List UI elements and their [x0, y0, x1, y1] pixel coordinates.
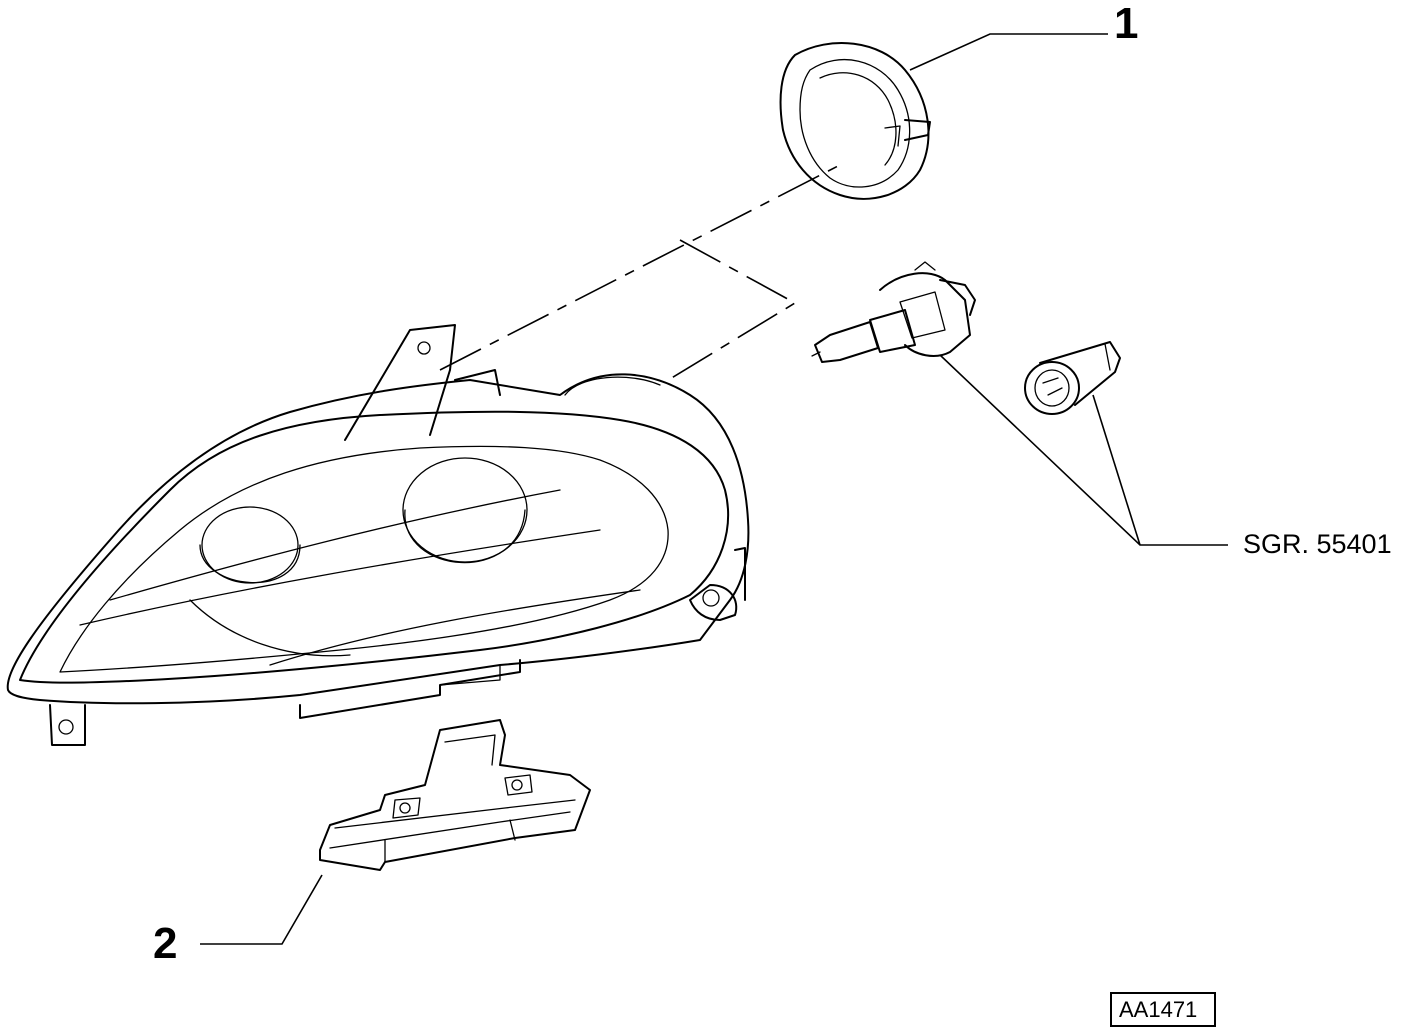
callout-2: 2: [153, 919, 177, 968]
assembly-line-ring: [439, 164, 841, 371]
leader-line-ref-side-bulb: [1092, 394, 1141, 546]
callout-1: 1: [1114, 0, 1138, 48]
bulb-retaining-ring: [779, 42, 931, 200]
halogen-bulb: [811, 261, 976, 363]
side-bulb: [1024, 341, 1121, 415]
leader-line-2: [200, 874, 323, 945]
drawing-code: AA1471: [1119, 997, 1197, 1022]
leader-line-ref-bulb: [939, 354, 1228, 546]
assembly-line-bulb: [664, 239, 797, 383]
headlamp-assembly: [6, 324, 750, 746]
headlamp-lower-bracket: [319, 719, 591, 871]
drawing-code-box: AA1471: [1110, 992, 1216, 1027]
leader-line-1: [909, 33, 1108, 71]
reference-label: SGR. 55401: [1243, 529, 1392, 559]
